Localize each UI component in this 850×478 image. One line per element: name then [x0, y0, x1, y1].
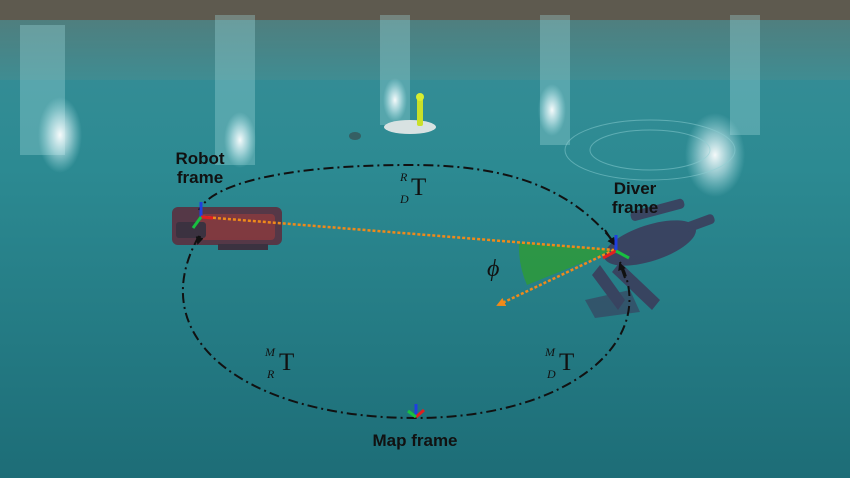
diver-frame-label-line2: frame: [611, 198, 659, 217]
robot-frame-label: Robot frame: [160, 149, 240, 187]
transform-map-robot: M R T: [265, 345, 305, 385]
light-glares: [38, 78, 745, 197]
underwater-robot: [172, 207, 282, 250]
transform-robot-diver-sub: D: [400, 192, 409, 206]
diver-frame-axes: [602, 235, 630, 260]
transform-map-diver: M D T: [545, 345, 585, 385]
transform-robot-diver-sup: R: [400, 170, 408, 184]
diver-frame-label: Diver frame: [595, 179, 675, 217]
small-object: [349, 132, 361, 140]
angle-wedge: [518, 243, 614, 285]
arrow-to-robot: [195, 235, 204, 245]
transform-map-robot-sub: R: [267, 367, 275, 381]
arrow-to-diver-bottom: [618, 262, 626, 279]
map-frame-axes: [407, 404, 425, 419]
robot-frame-label-line2: frame: [176, 168, 224, 187]
frames-ellipse: [181, 163, 631, 420]
robot-frame-label-line1: Robot: [175, 149, 225, 168]
far-wall-reflection: [0, 20, 850, 80]
map-frame-label: Map frame: [372, 431, 458, 450]
arrow-to-diver-top: [604, 229, 616, 246]
transform-map-robot-symbol: T: [279, 349, 295, 376]
pool-edge: [0, 0, 850, 20]
transform-robot-diver: R D T: [398, 170, 438, 210]
transform-robot-diver-symbol: T: [411, 174, 427, 201]
diver-frame-label-line1: Diver: [613, 179, 657, 198]
diver-heading-line: [496, 248, 615, 307]
transform-map-robot-sup: M: [265, 345, 275, 359]
angle-label: ϕ: [487, 256, 500, 282]
floating-buoy: [384, 93, 436, 134]
robot-diver-line: [202, 215, 615, 252]
ripples: [564, 119, 736, 181]
transform-map-diver-sub: D: [547, 367, 556, 381]
transform-map-diver-sup: M: [545, 345, 555, 359]
transform-map-diver-symbol: T: [559, 349, 575, 376]
robot-frame-axes: [191, 202, 214, 229]
